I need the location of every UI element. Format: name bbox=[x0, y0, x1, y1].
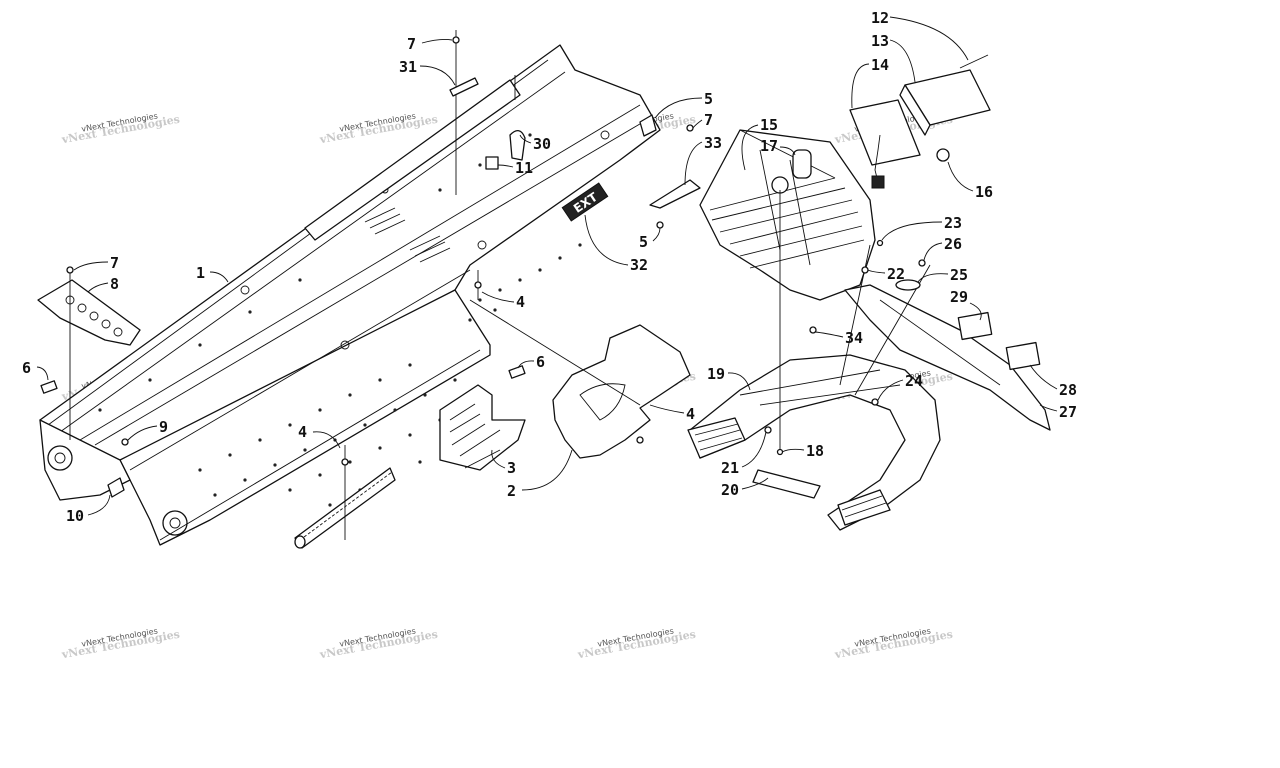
callout-19: 19 bbox=[707, 365, 725, 383]
callout-18: 18 bbox=[806, 442, 824, 460]
callout-30: 30 bbox=[533, 135, 551, 153]
callout-34: 34 bbox=[845, 329, 863, 347]
callout-9: 9 bbox=[159, 418, 168, 436]
callout-27: 27 bbox=[1059, 403, 1077, 421]
callout-23: 23 bbox=[944, 214, 962, 232]
callout-7-b: 7 bbox=[110, 254, 119, 272]
bracket-part-3 bbox=[439, 384, 526, 471]
callout-25: 25 bbox=[950, 266, 968, 284]
callout-11: 11 bbox=[515, 159, 533, 177]
callout-7-a: 7 bbox=[407, 35, 416, 53]
callout-32: 32 bbox=[630, 256, 648, 274]
fasteners bbox=[66, 36, 926, 466]
callout-17: 17 bbox=[760, 137, 778, 155]
tunnel-assembly: EXT bbox=[39, 44, 661, 546]
callout-33: 33 bbox=[704, 134, 722, 152]
callouts: 1 2 3 4 4 4 5 5 6 6 7 7 7 bbox=[22, 9, 1077, 525]
callout-22: 22 bbox=[887, 265, 905, 283]
callout-7-c: 7 bbox=[704, 111, 713, 129]
callout-6-b: 6 bbox=[536, 353, 545, 371]
callout-12: 12 bbox=[871, 9, 889, 27]
shield-plate-part-2 bbox=[552, 324, 691, 459]
callout-14: 14 bbox=[871, 56, 889, 74]
callout-15: 15 bbox=[760, 116, 778, 134]
callout-4-b: 4 bbox=[298, 423, 307, 441]
callout-5-a: 5 bbox=[704, 90, 713, 108]
callout-13: 13 bbox=[871, 32, 889, 50]
callout-24: 24 bbox=[905, 372, 923, 390]
callout-31: 31 bbox=[399, 58, 417, 76]
rear-bumper-part-19 bbox=[687, 354, 941, 531]
taillight-housing-part-13 bbox=[899, 69, 991, 136]
callout-29: 29 bbox=[950, 288, 968, 306]
storage-box-part-15 bbox=[699, 129, 876, 301]
assembly-lines bbox=[69, 30, 931, 540]
callout-4-c: 4 bbox=[686, 405, 695, 423]
callout-1: 1 bbox=[196, 264, 205, 282]
callout-21: 21 bbox=[721, 459, 739, 477]
callout-26: 26 bbox=[944, 235, 962, 253]
snow-flap-part-27 bbox=[844, 284, 1051, 431]
callout-5-b: 5 bbox=[639, 233, 648, 251]
callout-28: 28 bbox=[1059, 381, 1077, 399]
callout-16: 16 bbox=[975, 183, 993, 201]
callout-3: 3 bbox=[507, 459, 516, 477]
callout-20: 20 bbox=[721, 481, 739, 499]
rivet-holes bbox=[98, 133, 582, 507]
rear-bracket-part-8 bbox=[37, 279, 141, 346]
callout-6-a: 6 bbox=[22, 359, 31, 377]
callout-10: 10 bbox=[66, 507, 84, 525]
callout-4-a: 4 bbox=[516, 293, 525, 311]
callout-2: 2 bbox=[507, 482, 516, 500]
callout-8: 8 bbox=[110, 275, 119, 293]
